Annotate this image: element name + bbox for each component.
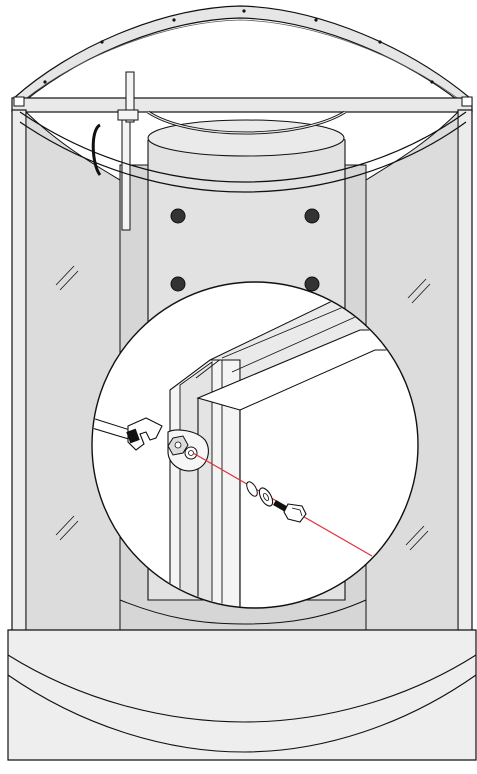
jet-nozzles xyxy=(170,208,320,292)
jet-nozzle xyxy=(304,208,320,224)
glass-hatch-marks xyxy=(55,265,431,551)
left-post xyxy=(11,109,27,641)
left-glass-panel xyxy=(25,110,121,641)
top-rim xyxy=(11,97,473,113)
jet-nozzle xyxy=(304,276,320,292)
roof-screws xyxy=(43,9,434,84)
jet-nozzle xyxy=(170,208,186,224)
spring-washer xyxy=(258,487,274,507)
roof xyxy=(13,5,471,112)
bolt xyxy=(273,500,307,523)
nut xyxy=(167,435,189,456)
right-post xyxy=(457,109,473,641)
wrench-icon xyxy=(93,417,163,451)
frame-profile xyxy=(169,357,241,607)
front-top-rail xyxy=(19,111,467,183)
roof-panel xyxy=(13,5,471,112)
jet-nozzle xyxy=(170,276,186,292)
detail-callout xyxy=(91,281,419,609)
tray-front-curve xyxy=(7,654,477,723)
flat-washer xyxy=(246,481,258,497)
shower-tray xyxy=(7,629,477,761)
shower-rail xyxy=(91,71,139,231)
roof-inner-edge xyxy=(23,19,461,101)
